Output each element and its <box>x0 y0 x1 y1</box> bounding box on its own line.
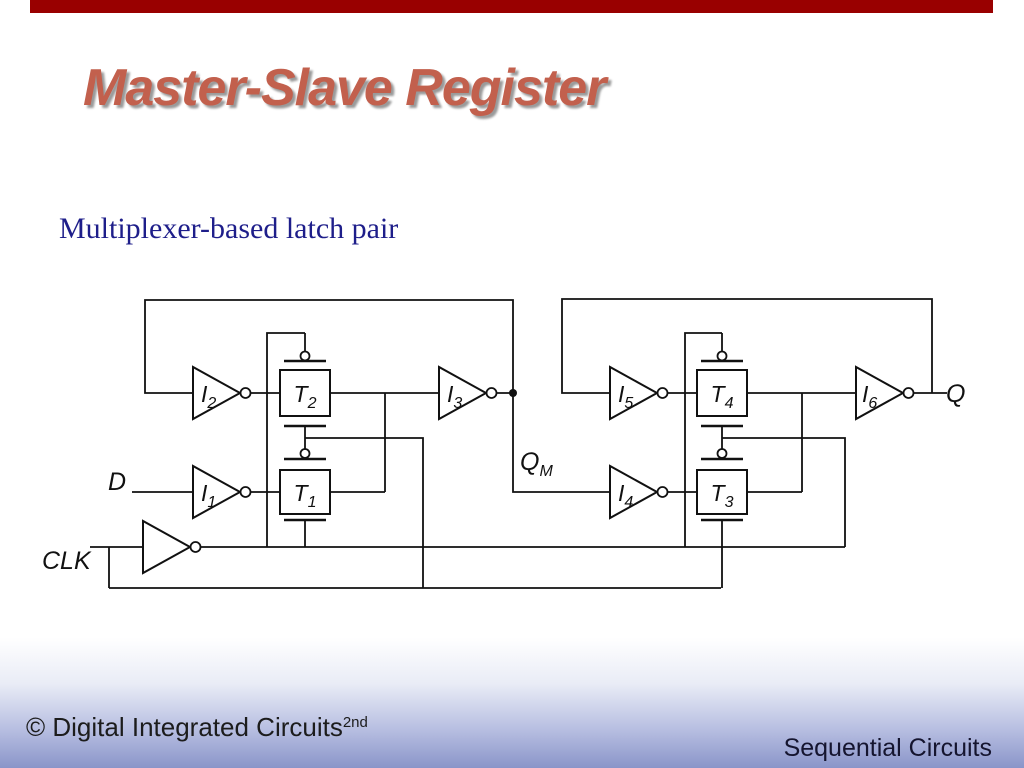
wire-t4-gate-top <box>684 332 722 547</box>
inverter-i1: I1 <box>192 464 252 520</box>
inverter-label-i2: I2 <box>201 381 216 412</box>
inverter-label-i3: I3 <box>447 381 462 412</box>
slide-title: Master-Slave Register <box>83 59 606 117</box>
tgate-t4: T4 <box>696 333 748 438</box>
signal-label-clk: CLK <box>42 547 92 575</box>
tgate-box <box>696 469 748 515</box>
footer-copyright-superscript: 2nd <box>342 714 368 731</box>
tgate-label-t3: T3 <box>711 480 734 511</box>
inverter-clk <box>142 519 202 575</box>
tgate-label-t4: T4 <box>711 381 734 412</box>
tgate-t3: T3 <box>696 438 748 588</box>
signal-label-qm: QM <box>520 448 553 480</box>
tgate-box <box>279 369 331 417</box>
inverter-triangle <box>609 365 660 421</box>
circuit-wires <box>90 298 947 589</box>
inverter-bubble <box>485 387 498 399</box>
inverter-bubble <box>239 486 252 498</box>
inverter-label-i4: I4 <box>618 480 633 511</box>
inverter-triangle <box>142 519 193 575</box>
inverter-triangle <box>192 464 243 520</box>
footer-copyright-text: © Digital Integrated Circuits <box>26 712 343 742</box>
inverter-label-i6: I6 <box>862 381 877 412</box>
tgate-box <box>279 469 331 515</box>
inverter-bubble <box>656 387 669 399</box>
footer-section-title: Sequential Circuits <box>783 734 992 762</box>
inverter-bubble <box>189 541 202 553</box>
inverter-triangle <box>855 365 906 421</box>
wire-t2-gate-top <box>266 332 305 547</box>
inverter-i4: I4 <box>609 464 669 520</box>
gate-bubble <box>299 448 311 459</box>
inverter-bubble <box>239 387 252 399</box>
signal-label-q: Q <box>946 380 965 408</box>
inverter-bubble <box>902 387 915 399</box>
inverter-label-i5: I5 <box>618 381 633 412</box>
tgate-box <box>696 369 748 417</box>
inverter-i3: I3 <box>438 365 498 421</box>
footer-copyright: © Digital Integrated Circuits2nd <box>26 712 368 743</box>
inverter-triangle <box>609 464 660 520</box>
wire-qm <box>512 393 610 493</box>
wire-slave-feedback <box>561 298 933 394</box>
slide-subtitle: Multiplexer-based latch pair <box>59 212 399 245</box>
inverter-i5: I5 <box>609 365 669 421</box>
gate-bubble <box>299 350 311 362</box>
inverter-triangle <box>192 365 243 421</box>
inverter-i2: I2 <box>192 365 252 421</box>
inverter-i6: I6 <box>855 365 915 421</box>
tgate-t1: T1 <box>279 438 331 547</box>
tgate-t2: T2 <box>279 333 331 438</box>
tgate-label-t2: T2 <box>294 381 317 412</box>
tgate-label-t1: T1 <box>294 480 317 511</box>
wire-master-feedback <box>144 299 514 394</box>
gate-bubble <box>716 448 728 459</box>
inverter-label-i1: I1 <box>201 480 216 511</box>
wire-t2-t1-gate-mid <box>305 437 424 588</box>
junction-dot-qm-node <box>509 389 517 397</box>
wire-t4-t3-gate-mid <box>722 437 846 547</box>
inverter-triangle <box>438 365 489 421</box>
signal-label-d: D <box>108 468 126 496</box>
top-accent-bar <box>30 0 993 13</box>
gate-bubble <box>716 350 728 362</box>
inverter-bubble <box>656 486 669 498</box>
